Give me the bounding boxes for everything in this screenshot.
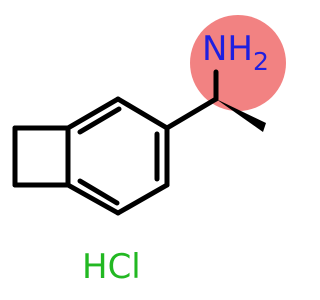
bond-ring-5 bbox=[65, 182, 121, 216]
wedge-bond-methyl bbox=[216, 99, 266, 132]
bond-ring-to-chiral bbox=[164, 96, 219, 131]
amine-label: NH2 bbox=[202, 29, 269, 76]
bond-ring-5-inner bbox=[77, 178, 120, 206]
molecule-structure: NH2 HCl bbox=[12, 15, 286, 287]
salt-label: HCl bbox=[82, 247, 141, 287]
benzene-ring bbox=[65, 96, 170, 216]
cyclobutane-ring bbox=[12, 125, 71, 188]
amine-nh-text: NH bbox=[202, 29, 253, 69]
bond-ring-1 bbox=[65, 96, 121, 131]
bond-ring-1-inner bbox=[77, 106, 122, 135]
bond-ring-2 bbox=[115, 96, 170, 131]
bond-ring-4 bbox=[115, 182, 170, 216]
amine-subscript-text: 2 bbox=[253, 47, 269, 76]
